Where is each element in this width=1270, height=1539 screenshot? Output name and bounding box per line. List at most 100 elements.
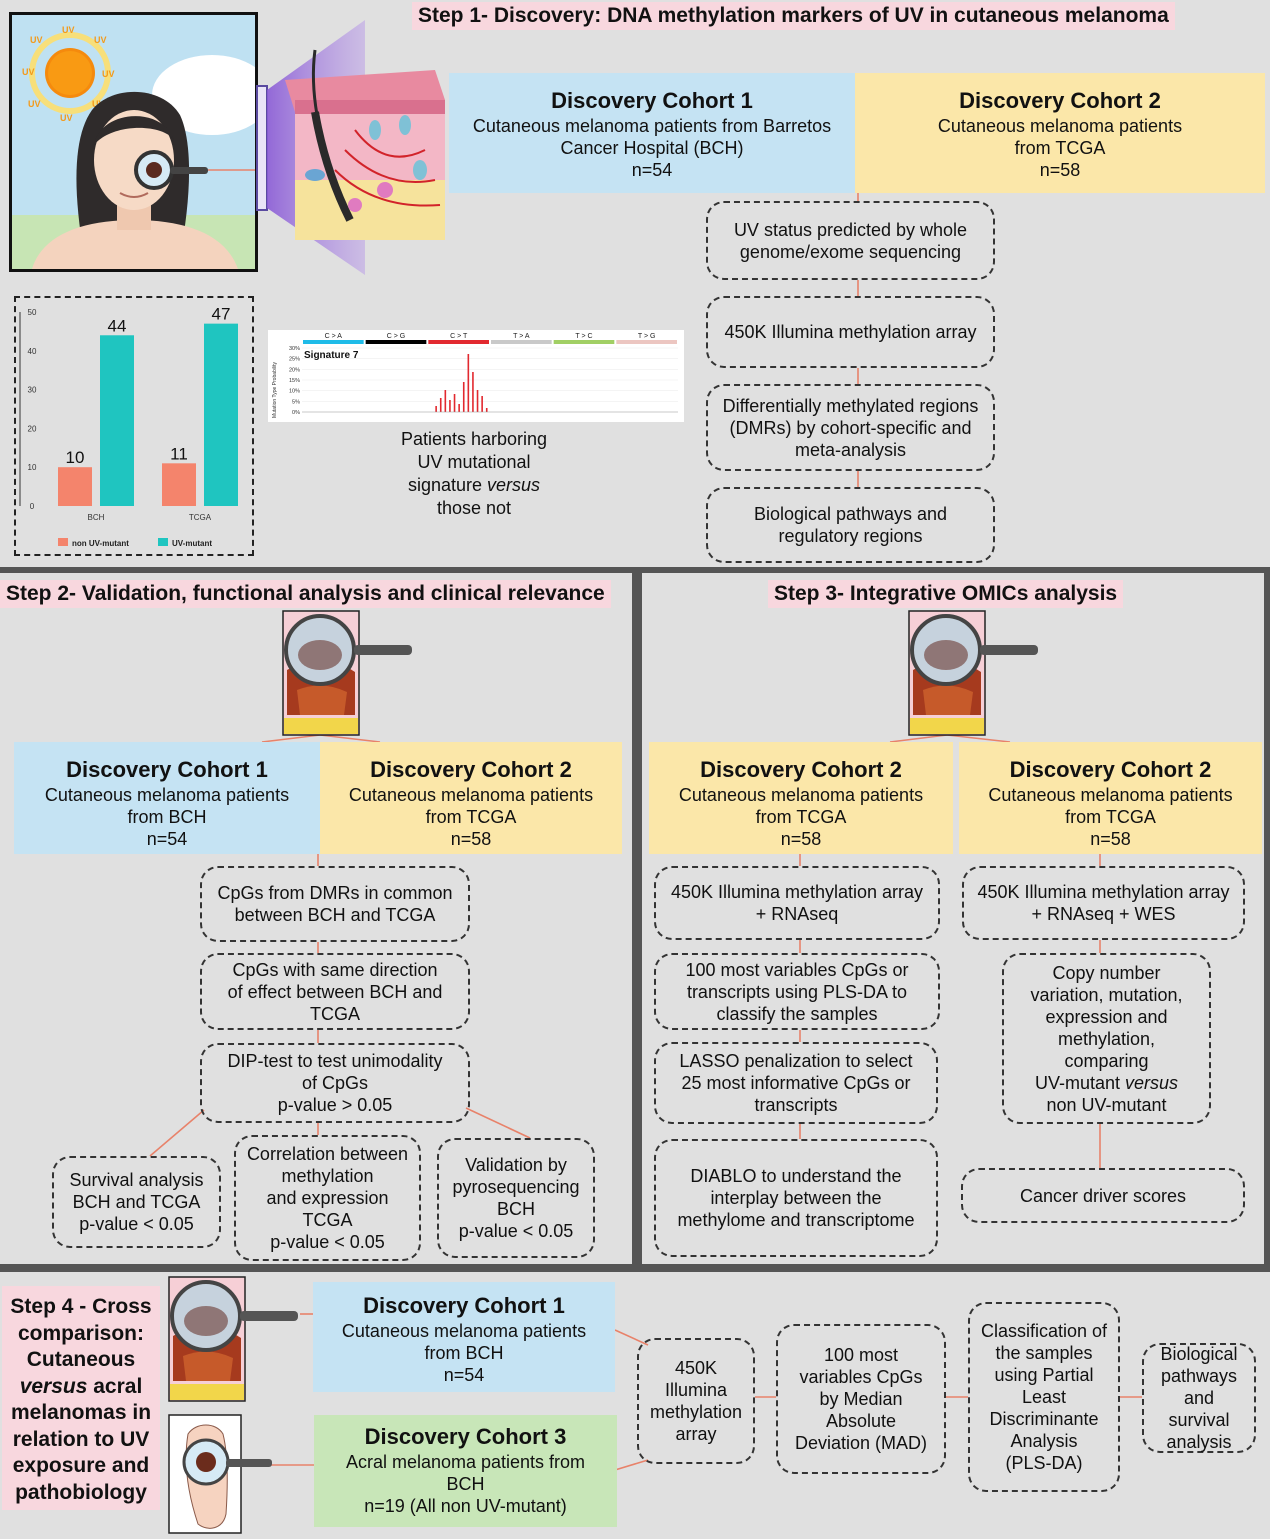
sun-uv-label: UV — [94, 35, 107, 45]
cohort-n: n=54 — [146, 829, 188, 849]
box-text: p-value < 0.05 — [458, 1221, 574, 1241]
skin-block-image — [285, 49, 445, 240]
cohort-title: Discovery Cohort 1 — [66, 757, 268, 782]
cohort-title: Discovery Cohort 1 — [551, 88, 753, 113]
step1-box-450k: 450K Illumina methylation array — [706, 296, 995, 368]
step3-title: Step 3- Integrative OMICs analysis — [768, 580, 1124, 608]
mutation-type-label: T > A — [513, 333, 530, 340]
box-text: variables CpGs — [799, 1367, 923, 1387]
x-category-label: BCH — [88, 513, 105, 522]
box-text: Absolute — [825, 1411, 897, 1431]
box-text: regulatory regions — [778, 526, 923, 546]
box-text: Biological pathways and — [753, 504, 948, 524]
cohort-desc: Cutaneous melanoma patients — [988, 785, 1233, 805]
title-italic: versus — [19, 1374, 88, 1398]
cohort-desc: Cutaneous melanoma patients — [348, 785, 594, 805]
caption-text: Patients harboring — [400, 429, 548, 449]
box-text: array — [675, 1424, 717, 1444]
box-text: 450K Illumina methylation array — [977, 882, 1230, 902]
box-text: of effect between BCH and — [227, 981, 443, 1002]
cohort-n: n=58 — [1090, 829, 1131, 849]
signature-bar — [485, 408, 488, 412]
step4-box-450k: 450K Illumina methylation array — [637, 1338, 755, 1464]
cohort-desc: Cancer Hospital (BCH) — [560, 138, 744, 158]
box-text: classify the samples — [716, 1003, 878, 1024]
box-text: non UV-mutant — [1046, 1094, 1167, 1115]
box-text: the samples — [995, 1343, 1093, 1363]
title-line: Step 4 - Cross — [10, 1295, 152, 1318]
sun-uv-label: UV — [30, 35, 43, 45]
box-text: 25 most informative CpGs or — [681, 1073, 911, 1093]
box-text: BCH and TCGA — [72, 1192, 201, 1212]
signature-caption: Patients harboring UV mutational signatu… — [360, 428, 588, 520]
step1-box-dmrs: Differentially methylated regions (DMRs)… — [706, 384, 995, 471]
box-text: Cancer driver scores — [1019, 1185, 1187, 1206]
box-text: methylation, — [1057, 1028, 1156, 1049]
bar — [58, 467, 92, 506]
caption-text: UV mutational — [417, 452, 531, 472]
title-line: relation to UV — [12, 1427, 150, 1451]
sun-uv-label: UV — [28, 99, 41, 109]
lesion-magnifier-image — [282, 610, 416, 736]
box-text: p-value < 0.05 — [79, 1214, 194, 1234]
y-tick-label: 10 — [28, 463, 37, 472]
bar — [100, 335, 134, 506]
signature-bar — [435, 406, 437, 412]
caption-italic: versus — [487, 475, 541, 495]
y-tick-label: 20% — [289, 367, 300, 373]
mutation-type-label: T > G — [638, 333, 656, 340]
box-text: 450K — [674, 1358, 718, 1378]
box-text: 100 most variables CpGs or — [685, 959, 909, 980]
box-text: + RNAseq — [755, 904, 839, 924]
step2-box-cpgs-common: CpGs from DMRs in common between BCH and… — [200, 866, 470, 942]
mutation-type-label: C > A — [325, 333, 343, 340]
cohort-n: n=58 — [1039, 160, 1081, 180]
step3-cohortA-box: Discovery Cohort 2 Cutaneous melanoma pa… — [649, 742, 953, 854]
box-text: transcripts — [754, 1095, 838, 1115]
y-tick-label: 10% — [289, 389, 300, 395]
box-text: LASSO penalization to select — [679, 1051, 913, 1071]
step2-box-same-direction: CpGs with same direction of effect betwe… — [200, 953, 470, 1030]
legend-label: UV-mutant — [172, 539, 212, 548]
step1-cohort2-box: Discovery Cohort 2 Cutaneous melanoma pa… — [855, 73, 1265, 193]
y-tick-label: 20 — [28, 424, 37, 433]
cohort-n: n=19 (All non UV-mutant) — [364, 1496, 567, 1516]
cohort-desc: from TCGA — [1065, 807, 1156, 827]
box-text: TCGA — [309, 1003, 360, 1024]
cohort-desc: Cutaneous melanoma patients — [44, 785, 290, 805]
y-axis-label: Mutation Type Probability — [272, 361, 278, 418]
step3-box-copy-number: Copy number variation, mutation, express… — [1002, 953, 1211, 1124]
box-text: 100 most — [823, 1345, 899, 1365]
divider-step2-3 — [632, 573, 642, 1267]
box-text: p-value > 0.05 — [277, 1095, 393, 1115]
legend-swatch — [158, 538, 168, 546]
box-text: interplay between the — [710, 1188, 882, 1208]
y-tick-label: 30% — [289, 346, 300, 352]
box-text: transcripts using PLS-DA to — [686, 981, 908, 1002]
lesion-magnifier-image — [908, 610, 1042, 736]
box-text: UV-mutant versus — [1035, 1072, 1178, 1094]
cohort-title: Discovery Cohort 3 — [364, 1424, 567, 1449]
step2-box-dip-test: DIP-test to test unimodality of CpGs p-v… — [200, 1043, 470, 1123]
bar-value-label: 47 — [212, 305, 231, 324]
cohort-title: Discovery Cohort 2 — [370, 757, 572, 782]
step4-cohort3-box: Discovery Cohort 3 Acral melanoma patien… — [314, 1415, 617, 1527]
y-tick-label: 50 — [28, 308, 37, 317]
mutation-type-bar — [428, 340, 489, 344]
lesion-magnifier-image — [168, 1276, 302, 1402]
bar-value-label: 11 — [170, 444, 188, 463]
box-text: (PLS-DA) — [1005, 1453, 1083, 1473]
box-text: genome/exome sequencing — [739, 241, 962, 262]
cohort-title: Discovery Cohort 2 — [700, 757, 902, 782]
bar-value-label: 10 — [66, 448, 85, 467]
box-text: UV status predicted by whole — [733, 219, 968, 240]
box-text: methylation — [281, 1166, 374, 1186]
step1-box-pathways: Biological pathways and regulatory regio… — [706, 487, 995, 563]
y-tick-label: 30 — [28, 386, 37, 395]
cohort-desc: Acral melanoma patients from — [345, 1452, 586, 1472]
step4-box-mad: 100 most variables CpGs by Median Absolu… — [776, 1324, 946, 1474]
signature-bar — [476, 390, 479, 412]
skin-cross-section — [255, 20, 450, 280]
